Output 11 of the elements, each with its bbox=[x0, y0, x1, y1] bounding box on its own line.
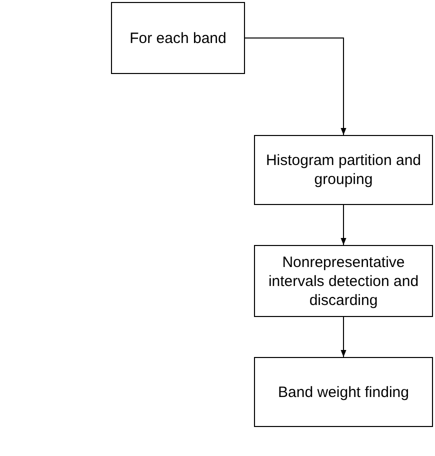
box-label: For each band bbox=[128, 28, 228, 48]
process-box bbox=[254, 245, 433, 317]
process-box bbox=[254, 357, 433, 427]
arrow bbox=[244, 38, 346, 136]
process-box bbox=[111, 2, 245, 74]
box-label: Histogram partition and grouping bbox=[264, 151, 422, 189]
arrow bbox=[340, 204, 346, 246]
process-box bbox=[254, 135, 433, 205]
arrow bbox=[340, 316, 346, 358]
box-label: Nonrepresentative intervals detection and discarding bbox=[267, 252, 420, 310]
box-label: Band weight finding bbox=[277, 382, 410, 402]
